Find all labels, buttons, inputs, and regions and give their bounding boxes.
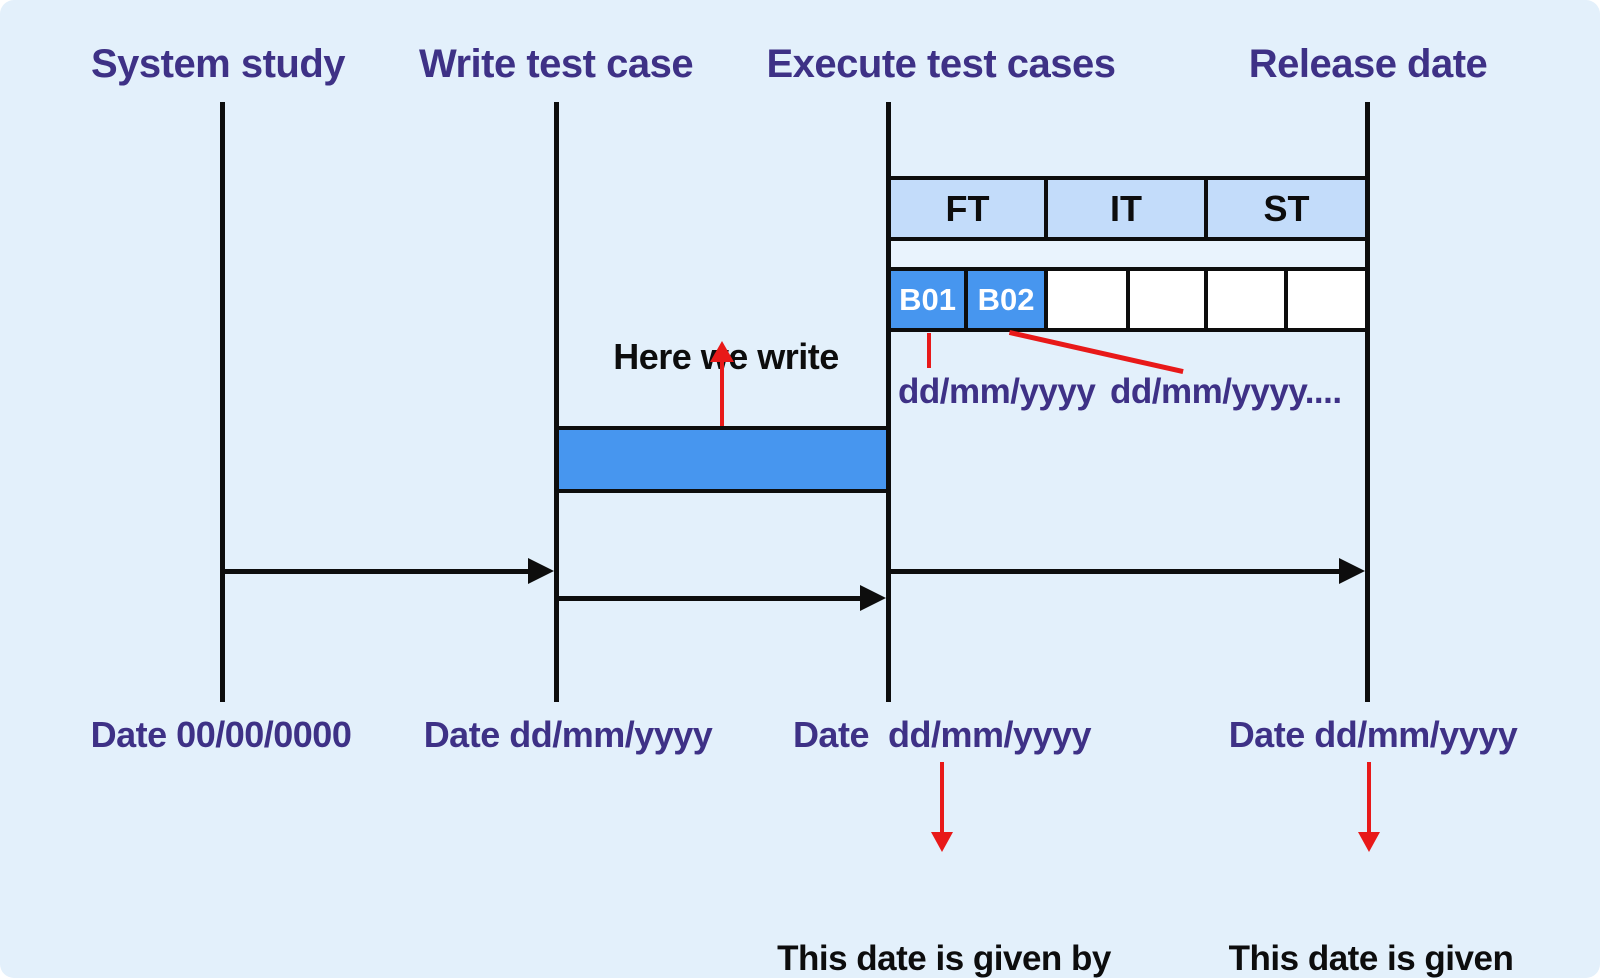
write-cases-annotation: Here we write test cases [613,254,839,582]
arrow-write-to-execute-line [559,596,860,601]
dev-team-arrow-line [940,762,944,834]
date-label-release-date: Date dd/mm/yyyy [1228,714,1518,755]
customer-arrow-line [1367,762,1371,834]
phase-cell-ft: FT [891,180,1048,237]
build-cell-empty-1 [1048,271,1130,328]
annotation-arrow-up-line [720,360,724,427]
milestone-label-system-study: System study [90,42,346,86]
system-study-line [220,102,225,702]
arrow-write-to-execute-head-icon [860,585,886,611]
dev-team-arrow-down-icon [931,832,953,852]
build-cell-b01: B01 [891,271,968,328]
phase-cell-it: IT [1048,180,1208,237]
arrow-execute-to-release-head-icon [1339,558,1365,584]
build1-date-label: dd/mm/yyyy [898,372,1096,411]
phase-header-row: FT IT ST [891,176,1365,241]
build-cell-b02: B02 [968,271,1048,328]
customer-annotation: This date is given by customer [1229,851,1514,978]
build-cell-empty-3 [1208,271,1288,328]
write-test-case-line [554,102,559,702]
gap-strip [891,241,1365,267]
date-label-write-test-case: Date dd/mm/yyyy [423,714,713,755]
date-label-execute-test-cases: Date dd/mm/yyyy [792,714,1092,755]
customer-arrow-down-icon [1358,832,1380,852]
milestone-label-release-date: Release date [1248,42,1488,86]
b01-date-connector [927,333,931,368]
arrow-system-to-write-head-icon [528,558,554,584]
build-cell-empty-2 [1130,271,1208,328]
dev-team-annotation-line1: This date is given by [777,939,1111,978]
build2-date-label: dd/mm/yyyy.... [1110,372,1342,411]
customer-annotation-line1: This date is given [1228,939,1514,978]
release-date-line [1365,102,1370,702]
write-test-case-duration-bar [559,426,886,493]
build-cell-empty-4 [1288,271,1365,328]
date-label-system-study: Date 00/00/0000 [90,714,352,755]
execute-test-cases-line [886,102,891,702]
milestone-label-write-test-case: Write test case [418,42,694,86]
build-row: B01 B02 [891,267,1365,332]
phase-cell-st: ST [1208,180,1365,237]
arrow-execute-to-release-line [891,569,1339,574]
arrow-system-to-write-line [225,569,528,574]
dev-team-annotation: This date is given by development team [777,851,1111,978]
annotation-arrow-up-icon [710,341,734,362]
milestone-label-execute-test-cases: Execute test cases [766,42,1116,86]
b02-date-connector [1008,330,1184,375]
